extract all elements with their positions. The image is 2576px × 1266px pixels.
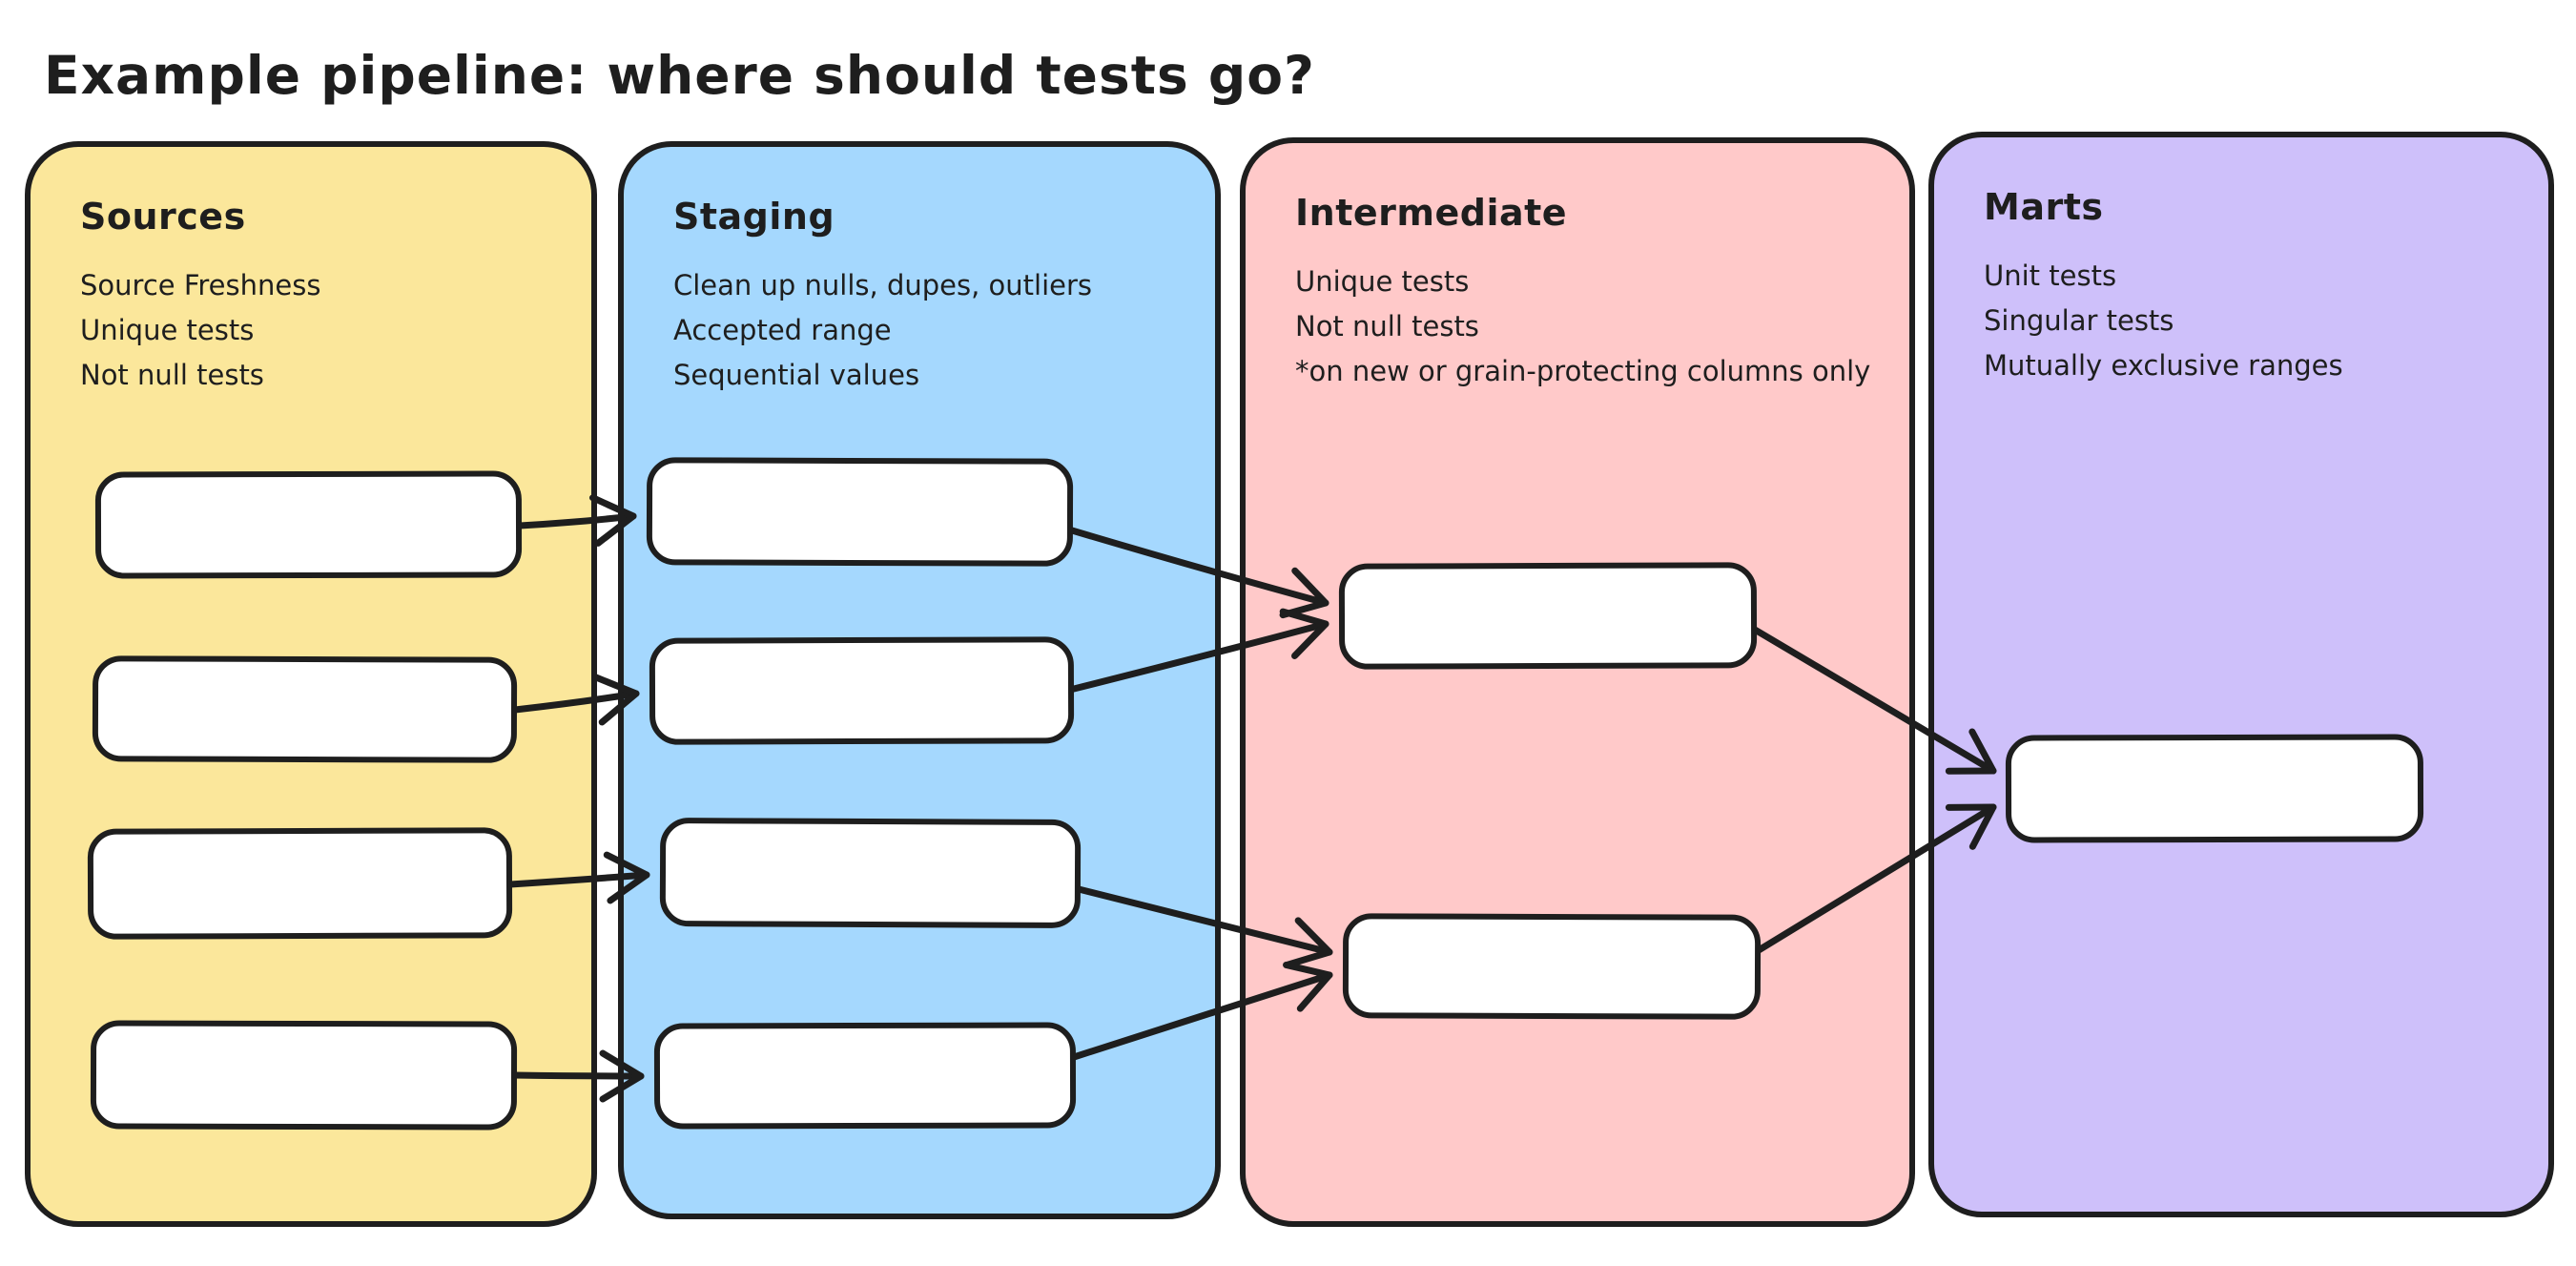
node-sources-4: [90, 1020, 518, 1131]
column-staging-title: Staging: [673, 196, 835, 238]
column-intermediate-notes: Unique tests Not null tests *on new or g…: [1295, 259, 1886, 394]
note-line: Unique tests: [80, 314, 255, 346]
page-title: Example pipeline: where should tests go?: [44, 44, 1315, 106]
note-line: Sequential values: [673, 359, 920, 391]
column-staging-notes: Clean up nulls, dupes, outliers Accepted…: [673, 263, 1192, 398]
note-line: Unique tests: [1295, 265, 1470, 298]
node-staging-4: [653, 1022, 1077, 1130]
column-marts: Marts Unit tests Singular tests Mutually…: [1928, 132, 2554, 1217]
note-line: Accepted range: [673, 314, 892, 346]
note-line: Clean up nulls, dupes, outliers: [673, 269, 1093, 301]
column-intermediate-title: Intermediate: [1295, 192, 1568, 234]
node-staging-3: [659, 818, 1082, 928]
column-marts-notes: Unit tests Singular tests Mutually exclu…: [1984, 254, 2525, 388]
note-line: Not null tests: [1295, 310, 1479, 342]
column-sources-title: Sources: [80, 196, 246, 238]
note-line: Unit tests: [1984, 259, 2117, 292]
node-sources-1: [94, 470, 523, 579]
node-sources-3: [87, 827, 513, 940]
column-intermediate: Intermediate Unique tests Not null tests…: [1240, 137, 1915, 1227]
node-sources-2: [92, 655, 518, 763]
node-intermediate-2: [1342, 913, 1762, 1020]
node-staging-1: [646, 457, 1074, 567]
column-marts-title: Marts: [1984, 186, 2104, 228]
note-line: *on new or grain-protecting columns only: [1295, 355, 1871, 387]
note-line: Singular tests: [1984, 304, 2174, 337]
node-intermediate-1: [1338, 562, 1758, 670]
node-staging-2: [649, 636, 1075, 745]
column-sources-notes: Source Freshness Unique tests Not null t…: [80, 263, 568, 398]
note-line: Mutually exclusive ranges: [1984, 349, 2343, 382]
note-line: Not null tests: [80, 359, 264, 391]
node-marts-1: [2005, 734, 2424, 843]
note-line: Source Freshness: [80, 269, 321, 301]
